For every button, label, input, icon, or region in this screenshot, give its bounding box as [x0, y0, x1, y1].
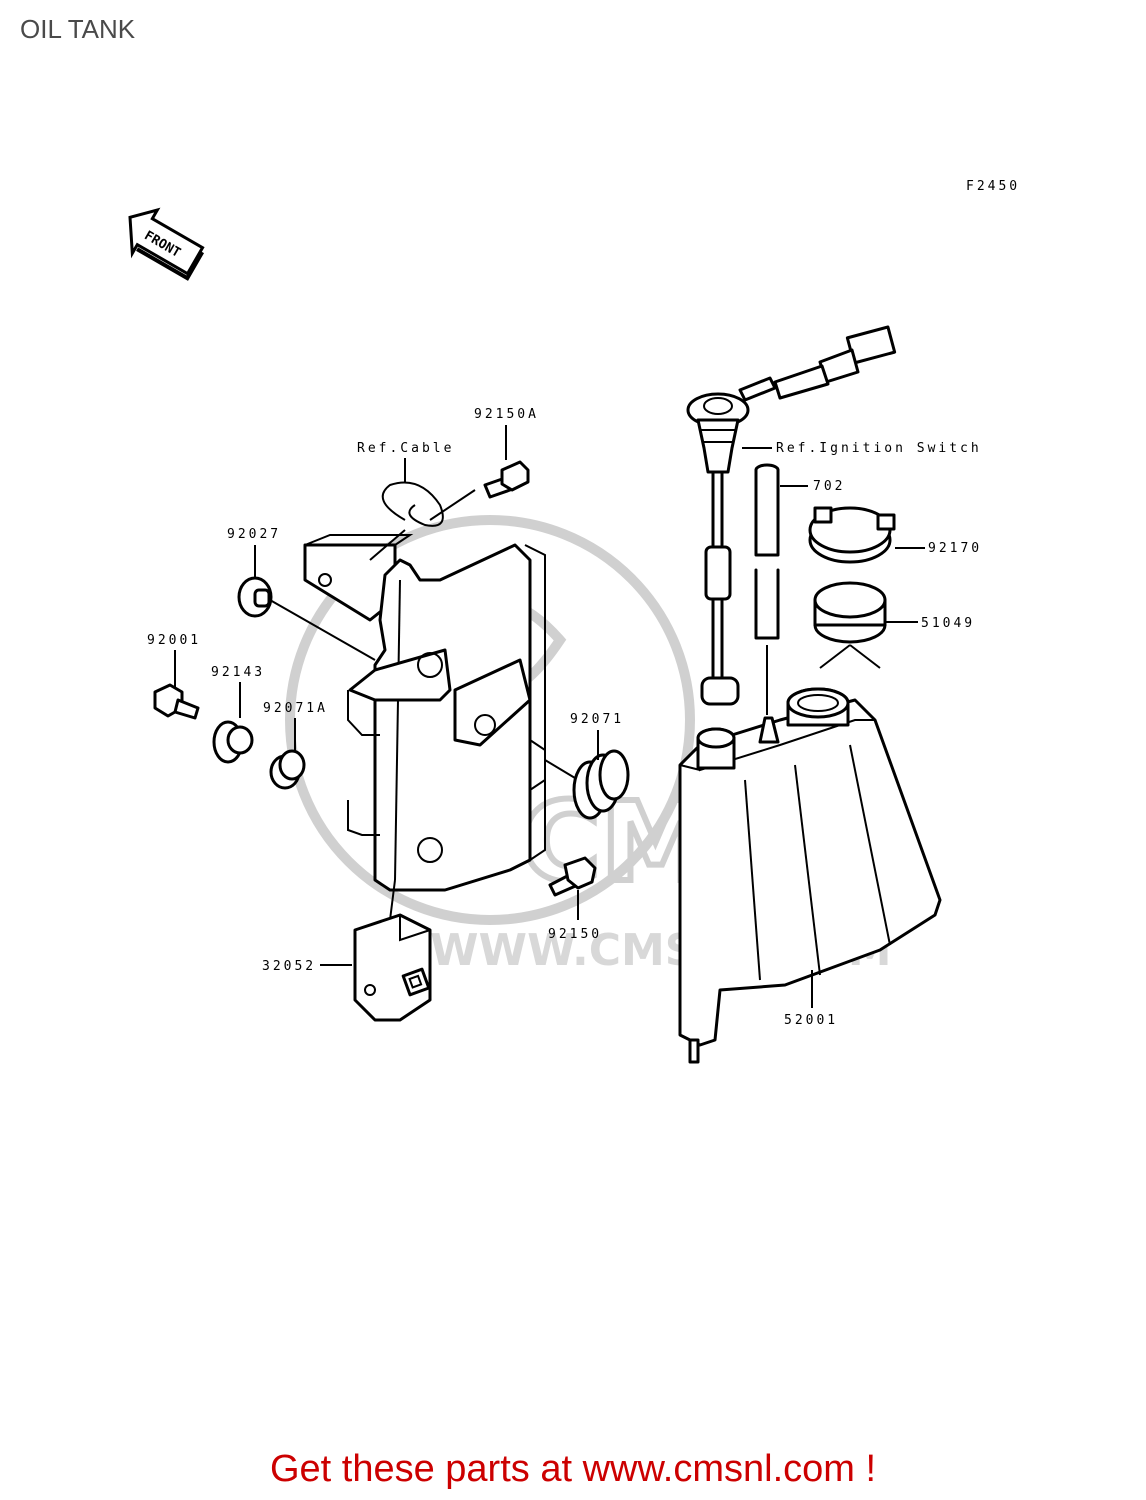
- clamp-92170: [808, 506, 896, 564]
- footer-link[interactable]: Get these parts at www.cmsnl.com !: [269, 1448, 877, 1490]
- cap-51049: [813, 581, 887, 669]
- cable-loop: [369, 481, 476, 561]
- page-title: OIL TANK: [20, 14, 136, 44]
- bracket-32052: [303, 534, 546, 1022]
- label-ref-cable: Ref.Cable: [357, 441, 454, 456]
- figure-code: F2450: [966, 179, 1020, 194]
- collar-92027: [237, 576, 376, 661]
- ignition-switch-assembly: [686, 325, 897, 706]
- oil-tank-52001: [678, 687, 942, 1064]
- label-702: 702: [813, 479, 845, 494]
- label-92143: 92143: [211, 665, 265, 680]
- label-92001: 92001: [147, 633, 201, 648]
- front-arrow-icon: FRONT: [128, 207, 205, 281]
- leader-lines: [174, 425, 925, 1008]
- collar-92143: [212, 720, 254, 764]
- label-92170: 92170: [928, 541, 982, 556]
- bolt-92150: [548, 856, 597, 897]
- hose-702: [754, 463, 780, 715]
- label-51049: 51049: [921, 616, 975, 631]
- label-52001: 52001: [784, 1013, 838, 1028]
- label-92027: 92027: [227, 527, 281, 542]
- label-92071A: 92071A: [263, 701, 328, 716]
- grommet-92071A: [269, 749, 306, 790]
- bolt-92150A: [483, 460, 530, 499]
- part-labels: 92150A Ref.Cable 92027 92001 92143 92071…: [147, 407, 982, 1028]
- label-92150: 92150: [548, 927, 602, 942]
- grommet-92071: [544, 749, 630, 820]
- label-92071: 92071: [570, 712, 624, 727]
- label-ref-ignition-switch: Ref.Ignition Switch: [776, 441, 982, 456]
- label-92150A: 92150A: [474, 407, 539, 422]
- label-32052: 32052: [262, 959, 316, 974]
- bolt-92001: [153, 683, 200, 720]
